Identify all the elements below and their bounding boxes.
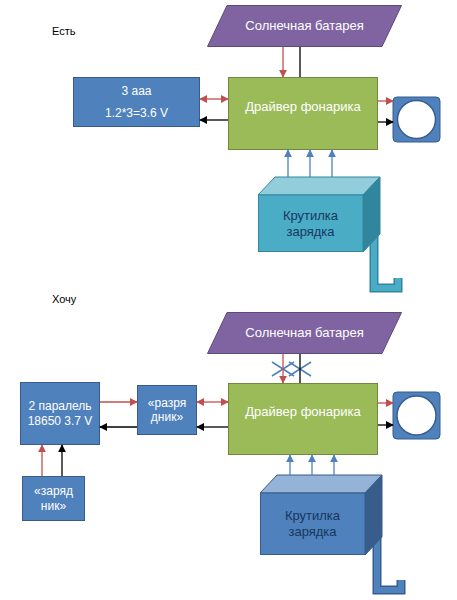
crank-charger: Крутилка зарядка	[260, 475, 382, 555]
cut-mark	[272, 362, 311, 376]
lamp-symbol	[397, 396, 436, 435]
cube-top	[260, 475, 382, 493]
lamp-wire	[378, 100, 393, 101]
connector-arrow	[282, 47, 283, 77]
driver-box: Драйвер фонарика	[228, 383, 378, 455]
connector-arrow	[61, 445, 62, 476]
cut-mark	[272, 362, 294, 376]
text-area: «разря дник»	[141, 388, 193, 432]
lamp-symbol	[393, 97, 440, 142]
node-text: Драйвер фонарика	[245, 99, 360, 115]
connector-arrow	[200, 119, 228, 120]
connector-arrow	[333, 455, 334, 475]
cut-mark	[289, 362, 311, 376]
charger-box: «заряд ник»	[22, 476, 85, 521]
battery-box: 2 паралель 18650 3.7 V	[20, 382, 100, 445]
battery-box: 3 aaa 1.2*3=3.6 V	[73, 77, 200, 127]
text-area: 2 паралель 18650 3.7 V	[25, 385, 95, 442]
lamp-wire	[378, 121, 393, 122]
connector-arrow	[200, 98, 228, 99]
connector-arrow	[311, 455, 312, 475]
node-text: Крутилка зарядка	[258, 208, 363, 239]
lamp-symbol	[398, 101, 436, 139]
text-area: 3 aaa 1.2*3=3.6 V	[78, 80, 195, 124]
text-area: Драйвер фонарика	[233, 78, 373, 135]
text-area: «заряд ник»	[26, 479, 81, 518]
node-text: «заряд ник»	[26, 484, 81, 513]
connector-arrow	[309, 150, 310, 177]
connector-arrow	[100, 426, 137, 427]
cube-front	[259, 195, 364, 252]
connector-arrow	[282, 354, 283, 383]
cube-front	[261, 493, 366, 555]
solar-panel: Солнечная батарея	[207, 5, 402, 47]
parallelogram-outline	[208, 6, 402, 47]
connector-arrow	[197, 426, 228, 427]
text-area: Солнечная батарея	[229, 312, 380, 354]
connector-arrow	[197, 401, 228, 402]
node-text: Солнечная батарея	[245, 325, 363, 341]
connector-arrow	[331, 150, 332, 177]
connector-arrow	[289, 455, 290, 475]
section-label: Есть	[52, 25, 75, 37]
lamp-wire	[378, 424, 393, 425]
lamp-wire	[378, 402, 393, 403]
text-area: Крутилка зарядка	[258, 195, 363, 252]
cube-top	[258, 177, 380, 195]
node-text: Солнечная батарея	[245, 18, 363, 34]
text-area: Крутилка зарядка	[260, 493, 365, 555]
connector-arrow	[287, 150, 288, 177]
node-text: Крутилка зарядка	[260, 508, 365, 539]
text-area: Солнечная батарея	[229, 5, 380, 47]
parallelogram-outline	[208, 313, 402, 354]
connector-arrow	[299, 354, 300, 383]
connector-arrow	[100, 401, 137, 402]
connector-arrow	[41, 445, 42, 476]
cube-side	[365, 475, 382, 555]
node-text: 2 паралель 18650 3.7 V	[25, 399, 95, 428]
cut-mark	[289, 362, 311, 376]
discharger-box: «разря дник»	[137, 385, 197, 435]
node-text: «разря дник»	[141, 396, 193, 425]
lamp-symbol	[393, 392, 440, 439]
crank-charger: Крутилка зарядка	[258, 177, 380, 252]
cut-mark	[272, 362, 294, 376]
node-text: Драйвер фонарика	[245, 404, 360, 420]
connector-arrow	[299, 47, 300, 77]
node-text: 3 aaa	[121, 84, 151, 98]
cube-side	[363, 177, 380, 252]
text-area: Драйвер фонарика	[233, 384, 373, 440]
solar-panel: Солнечная батарея	[207, 312, 402, 354]
driver-box: Драйвер фонарика	[228, 77, 378, 150]
section-label: Хочу	[52, 293, 76, 305]
node-text: 1.2*3=3.6 V	[105, 106, 168, 120]
